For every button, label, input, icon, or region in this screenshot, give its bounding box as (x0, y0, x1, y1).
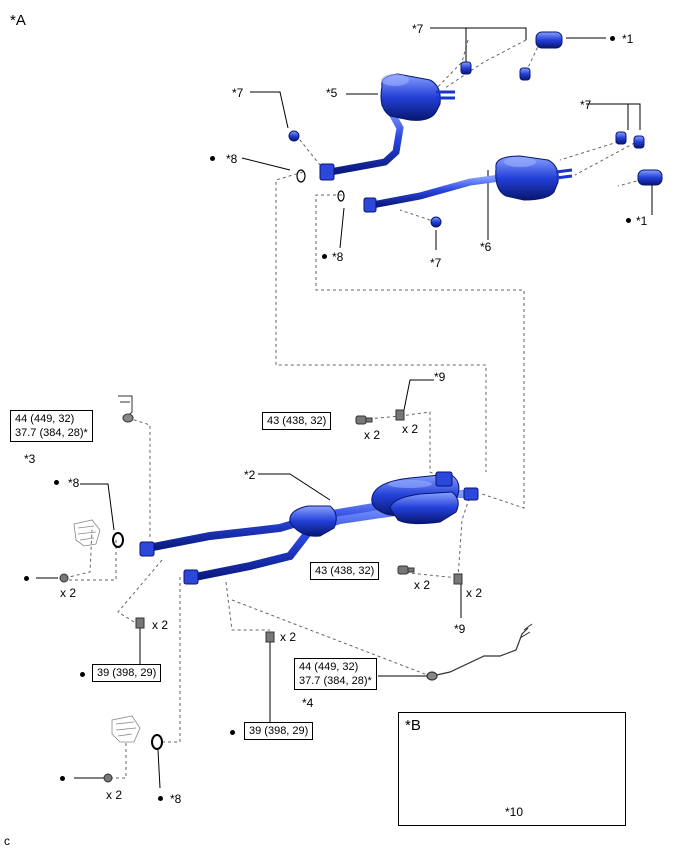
sensor-front (118, 395, 134, 423)
callout-8-bottom: *8 (170, 792, 182, 806)
callout-4: *4 (302, 696, 314, 710)
tail-pipe-assembly-left (319, 73, 455, 181)
qty-upper-b: x 2 (402, 422, 419, 436)
callout-8-upper: *8 (226, 152, 238, 166)
callout-10: *10 (505, 805, 524, 819)
bullet-nut-bottom (60, 776, 65, 781)
callout-1-right: *1 (636, 214, 648, 228)
qty-lower-a: x 2 (414, 578, 431, 592)
view-b-panel: *B *10 (398, 712, 626, 826)
bullet-1-top (610, 36, 615, 41)
gaskets (112, 169, 345, 750)
torque-box-bolt-upper: 43 (438, 32) (262, 412, 332, 430)
qty-bottom-nut: x 2 (106, 788, 123, 802)
torque-sensor-front-line1: 44 (449, 32) (15, 413, 75, 425)
bolts-and-nuts (59, 409, 463, 783)
torque-box-nut-center: 39 (398, 29) (244, 722, 314, 740)
hanger-parts (288, 61, 645, 228)
view-b-label: *B (405, 717, 421, 734)
qty-left-stud: x 2 (152, 618, 169, 632)
torque-box-sensor-front: 44 (449, 32) 37.7 (384, 28)* (10, 410, 93, 442)
corner-code: c (4, 834, 10, 848)
torque-nut-left: 39 (398, 29) (97, 667, 157, 679)
callout-5: *5 (326, 86, 338, 100)
torque-box-sensor-rear: 44 (449, 32) 37.7 (384, 28)* (294, 658, 377, 690)
bullet-8-upper (210, 156, 215, 161)
callout-1-top: *1 (622, 32, 634, 46)
qty-center-stud: x 2 (280, 630, 297, 644)
qty-upper-a: x 2 (364, 428, 381, 442)
callout-3: *3 (24, 452, 36, 466)
callout-7-right: *7 (580, 98, 592, 112)
bullet-torque-center (230, 730, 235, 735)
callout-7-left: *7 (232, 86, 244, 100)
torque-box-nut-left: 39 (398, 29) (92, 664, 162, 682)
bullet-1-right (626, 218, 631, 223)
callout-7-bottom: *7 (430, 256, 442, 270)
torque-sensor-front-line2: 37.7 (384, 28)* (15, 427, 88, 439)
bullet-torque-left (80, 672, 85, 677)
torque-bolt-lower: 43 (438, 32) (315, 565, 375, 577)
bullet-8-bottom (158, 796, 163, 801)
bullet-8-mid (322, 254, 327, 259)
view-a-label: *A (10, 12, 26, 29)
callout-9-right: *9 (454, 622, 466, 636)
qty-lower-b: x 2 (466, 586, 483, 600)
torque-nut-center: 39 (398, 29) (249, 725, 309, 737)
torque-box-bolt-lower: 43 (438, 32) (310, 562, 380, 580)
tail-pipe-tip-top (535, 31, 563, 49)
callout-6: *6 (480, 240, 492, 254)
callout-7-top: *7 (412, 22, 424, 36)
heat-shields (73, 519, 141, 743)
callout-9-top: *9 (434, 370, 446, 384)
callout-2: *2 (244, 468, 256, 482)
tail-pipe-tip-right (637, 169, 663, 186)
callout-8-left: *8 (68, 476, 80, 490)
torque-sensor-rear-line1: 44 (449, 32) (299, 661, 359, 673)
tail-pipe-assembly-right (363, 155, 573, 213)
torque-bolt-upper: 43 (438, 32) (267, 415, 327, 427)
torque-sensor-rear-line2: 37.7 (384, 28)* (299, 675, 372, 687)
bullet-8-left (54, 480, 59, 485)
front-pipe-assembly (139, 471, 479, 585)
qty-left-nut: x 2 (60, 586, 77, 600)
callout-8-mid: *8 (332, 250, 344, 264)
sensor-rear (426, 623, 533, 681)
bullet-nut-left (24, 576, 29, 581)
